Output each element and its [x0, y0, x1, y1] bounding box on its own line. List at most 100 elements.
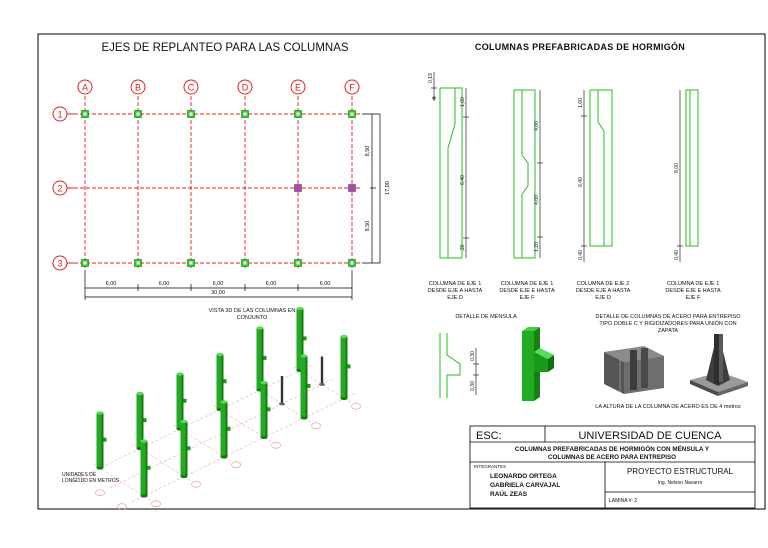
mensula-detail: DETALLE DE MÉNSULA 0,30 0,30 [439, 313, 554, 401]
precast-column-3d [220, 400, 231, 459]
axis-label-E: E [295, 83, 301, 93]
esc-label: ESC: [476, 430, 502, 442]
axis-label-B: B [135, 83, 141, 93]
precast-column-3d [260, 380, 271, 440]
column-marker [348, 184, 356, 192]
view3d-title-line2: CONJUNTO [237, 315, 268, 321]
precast-column-3d [340, 334, 351, 401]
col2-dim-top: 4,00 [534, 121, 540, 131]
mensula-dim-2: 0,30 [470, 381, 476, 391]
col2-caption-2: DESDE EJE E HASTA [499, 288, 555, 294]
axis-bubble-A [77, 79, 93, 95]
column-marker [348, 259, 356, 267]
member-3: RAÚL ZEAS [490, 489, 528, 498]
span-dim-BC: 6,00 [159, 281, 170, 287]
span-dim-DE: 6,00 [266, 281, 277, 287]
steel-title-2: TIPO DOBLE C Y RIGIDIZADORES PARA UNIÓN … [599, 320, 736, 327]
col1-dim-base: ,30 [460, 244, 466, 251]
axis-label-3: 3 [57, 259, 62, 269]
col1-dim-main: 6,40 [460, 175, 466, 185]
steel-title-1: DETALLE DE COLUMNAS DE ACERO PARA ENTREP… [596, 314, 742, 320]
col4-caption-2: DESDE EJE E HASTA [665, 288, 721, 294]
column-elevation-2 [513, 89, 536, 259]
total-length-dim: 30,00 [211, 290, 225, 296]
precast-column-3d [300, 354, 311, 420]
total-height-dim: 17,00 [385, 181, 391, 195]
column-markers [81, 110, 356, 267]
col1-caption-1: COLUMNA DE EJE 1 [429, 281, 482, 287]
units-note-line1: UNIDADES DE [62, 472, 97, 478]
grid-plan: A B C D E F 1 2 3 6,00 6,00 6,00 6,0 [52, 79, 391, 300]
col3-dim-main: 6,40 [578, 177, 584, 187]
col3-caption-2: DESDE EJE A HASTA [576, 288, 631, 294]
steel-base-plate-icon [690, 334, 748, 396]
university-name: UNIVERSIDAD DE CUENCA [578, 430, 722, 442]
subject-line-1: COLUMNAS PREFABRICADAS DE HORMIGÓN CON M… [515, 444, 710, 453]
column-marker [134, 110, 142, 118]
axis-label-C: C [188, 83, 195, 93]
steel-detail: DETALLE DE COLUMNAS DE ACERO PARA ENTREP… [595, 314, 748, 410]
col4-dim-main: 8,00 [674, 163, 680, 173]
column-marker [294, 184, 302, 192]
col3-dim-base: 0,40 [578, 250, 584, 260]
col2-caption-3: EJE F [520, 295, 536, 301]
axis-bubble-B [130, 79, 146, 95]
precast-column-3d [96, 411, 107, 470]
column-marker [187, 110, 195, 118]
steel-title-3: ZAPATA [658, 328, 679, 334]
col4-dim-base: 0,40 [674, 250, 680, 260]
steel-column-3d [319, 356, 325, 386]
sheet-number: LAMINA #: 2 [609, 498, 637, 504]
axis-bubble-D [237, 79, 253, 95]
project-name: PROYECTO ESTRUCTURAL [627, 467, 734, 476]
span-dim-AB: 6,00 [106, 281, 117, 287]
left-title: EJES DE REPLANTEO PARA LAS COLUMNAS [101, 42, 348, 54]
steel-column-3d [279, 376, 285, 406]
col2-dim-middle: 4,00 [534, 195, 540, 205]
mensula-dim-1: 0,30 [470, 351, 476, 361]
steel-height-note: LA ALTURA DE LA COLUMNA DE ACERO ES DE 4… [595, 404, 741, 410]
column-marker [81, 259, 89, 267]
col2-caption-1: COLUMNA DE EJE 1 [501, 281, 554, 287]
engineer-name: Ing. Nelson Navarro [658, 480, 703, 486]
col1-dim-top: 0,19 [428, 73, 434, 83]
column-marker [241, 259, 249, 267]
col3-caption-3: EJE D [595, 295, 611, 301]
axis-bubble-F [344, 79, 360, 95]
column-elevation-3 [589, 89, 613, 247]
col3-dim-mensula: 1,60 [578, 98, 584, 108]
axis-bubble-E [290, 79, 306, 95]
column-marker [187, 259, 195, 267]
member-1: LEONARDO ORTEGA [490, 473, 557, 480]
col4-caption-3: EJE F [686, 295, 702, 301]
axis-bubble-C [183, 79, 199, 95]
axis-label-F: F [349, 83, 355, 93]
column-elevations: 0,19 1,60 6,40 ,30 4,00 4,00 1,20 [428, 72, 721, 301]
view-3d: VISTA 3D DE LAS COLUMNAS EN CONJUNTO UNI… [62, 306, 361, 511]
units-note-line2: LONGITUD EN METROS [62, 478, 120, 484]
column-marker [241, 110, 249, 118]
column-elevation-1 [439, 87, 463, 259]
mensula-3d-icon [522, 327, 554, 401]
vertical-span-dim-2: 8,50 [365, 221, 371, 232]
vertical-span-dim-1: 8,50 [365, 146, 371, 157]
column-marker [134, 259, 142, 267]
precast-column-3d [140, 439, 151, 498]
axis-label-1: 1 [57, 110, 62, 120]
col3-caption-1: COLUMNA DE EJE 2 [577, 281, 630, 287]
precast-column-3d [180, 419, 191, 479]
title-block: ESC: UNIVERSIDAD DE CUENCA COLUMNAS PREF… [469, 425, 756, 509]
column-marker [294, 259, 302, 267]
column-marker [294, 110, 302, 118]
right-title: COLUMNAS PREFABRICADAS DE HORMIGÓN [475, 41, 685, 52]
col1-caption-2: DESDE EJE A HASTA [428, 288, 483, 294]
axis-label-D: D [242, 83, 249, 93]
axis-label-A: A [82, 83, 88, 93]
col4-caption-1: COLUMNA DE EJE 1 [667, 281, 720, 287]
col1-caption-3: EJE D [447, 295, 463, 301]
member-2: GABRIELA CARVAJAL [490, 482, 560, 489]
view3d-title-line1: VISTA 3D DE LAS COLUMNAS EN [209, 308, 296, 314]
mensula-title: DETALLE DE MÉNSULA [455, 313, 517, 320]
